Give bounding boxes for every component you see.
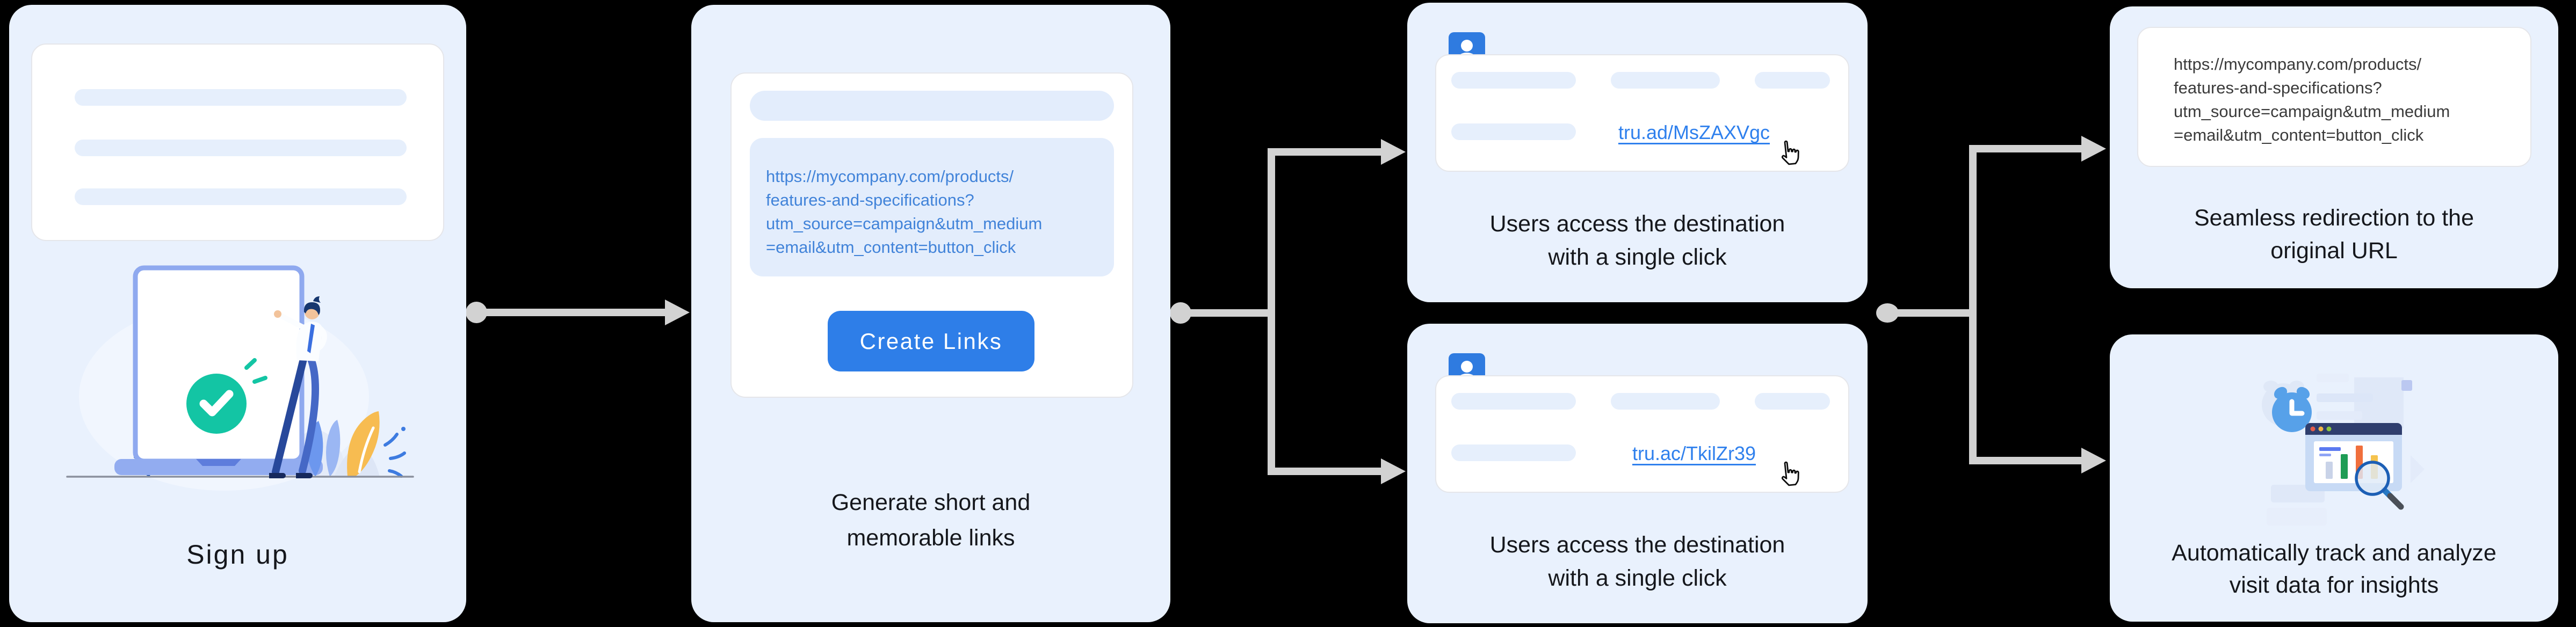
original-url-line: =email&utm_content=button_click xyxy=(2174,126,2424,144)
original-url-card: https://mycompany.com/products/ features… xyxy=(2137,27,2531,167)
panel-analytics: Automatically track and analyze visit da… xyxy=(2110,334,2558,622)
long-url-input[interactable]: https://mycompany.com/products/ features… xyxy=(750,138,1114,276)
cursor-click-icon xyxy=(1781,461,1799,486)
visited-page-card: tru.ac/TkilZr39 xyxy=(1435,375,1849,493)
generate-caption-line2: memorable links xyxy=(846,525,1015,551)
redirect-caption-line1: Seamless redirection to the xyxy=(2194,205,2474,231)
signup-form-card xyxy=(31,43,444,241)
skeleton-bar xyxy=(1451,123,1576,140)
redirect-caption-line2: original URL xyxy=(2270,238,2398,264)
skeleton-bar xyxy=(75,89,407,106)
skeleton-bar xyxy=(75,188,407,205)
long-url-line: https://mycompany.com/products/ xyxy=(766,167,1014,186)
skeleton-bar xyxy=(1611,72,1720,89)
analytics-caption-line2: visit data for insights xyxy=(2229,572,2439,598)
plant-right-icon xyxy=(307,411,406,478)
skeleton-bar xyxy=(75,140,407,156)
cursor-click-icon xyxy=(1781,140,1799,165)
laptop-icon xyxy=(114,265,323,475)
short-link[interactable]: tru.ac/TkilZr39 xyxy=(1632,442,1756,464)
panel-redirect: https://mycompany.com/products/ features… xyxy=(2110,6,2558,288)
panel-access-top: tru.ad/MsZAXVgc Users access the destina… xyxy=(1407,3,1868,302)
original-url-line: https://mycompany.com/products/ xyxy=(2174,55,2422,74)
access-caption-line1: Users access the destination xyxy=(1489,532,1785,558)
panel-access-bottom: tru.ac/TkilZr39 Users access the destina… xyxy=(1407,324,1868,623)
input-skeleton xyxy=(750,91,1114,121)
analytics-caption-line1: Automatically track and analyze xyxy=(2172,540,2497,566)
generate-caption-line1: Generate short and xyxy=(831,490,1031,515)
person-figure xyxy=(269,296,327,478)
panel-signup: Sign up xyxy=(9,5,466,622)
skeleton-bar xyxy=(1451,72,1576,89)
long-url-line: utm_source=campaign&utm_medium xyxy=(766,214,1043,233)
long-url-line: features-and-specifications? xyxy=(766,191,974,209)
access-caption-line2: with a single click xyxy=(1548,565,1727,591)
alarm-clock-icon xyxy=(2262,381,2312,432)
create-links-button[interactable]: Create Links xyxy=(828,311,1034,371)
skeleton-bar xyxy=(1611,393,1720,410)
panel-generate-links: https://mycompany.com/products/ features… xyxy=(691,5,1170,622)
signup-illustration xyxy=(66,265,414,491)
short-link[interactable]: tru.ad/MsZAXVgc xyxy=(1618,121,1770,143)
access-caption-line1: Users access the destination xyxy=(1489,211,1785,237)
skeleton-bar xyxy=(1451,444,1576,461)
visited-page-card: tru.ad/MsZAXVgc xyxy=(1435,54,1849,172)
skeleton-bar xyxy=(1451,393,1576,410)
skeleton-bar xyxy=(1755,72,1830,89)
analytics-illustration xyxy=(2262,374,2425,526)
signup-caption: Sign up xyxy=(186,539,289,570)
magnifier-icon xyxy=(2355,461,2404,510)
checkmark-icon xyxy=(186,358,267,434)
original-url-line: utm_source=campaign&utm_medium xyxy=(2174,102,2450,121)
long-url-line: =email&utm_content=button_click xyxy=(766,238,1016,257)
original-url-line: features-and-specifications? xyxy=(2174,78,2382,97)
access-caption-line2: with a single click xyxy=(1548,244,1727,270)
skeleton-bar xyxy=(1755,393,1830,410)
